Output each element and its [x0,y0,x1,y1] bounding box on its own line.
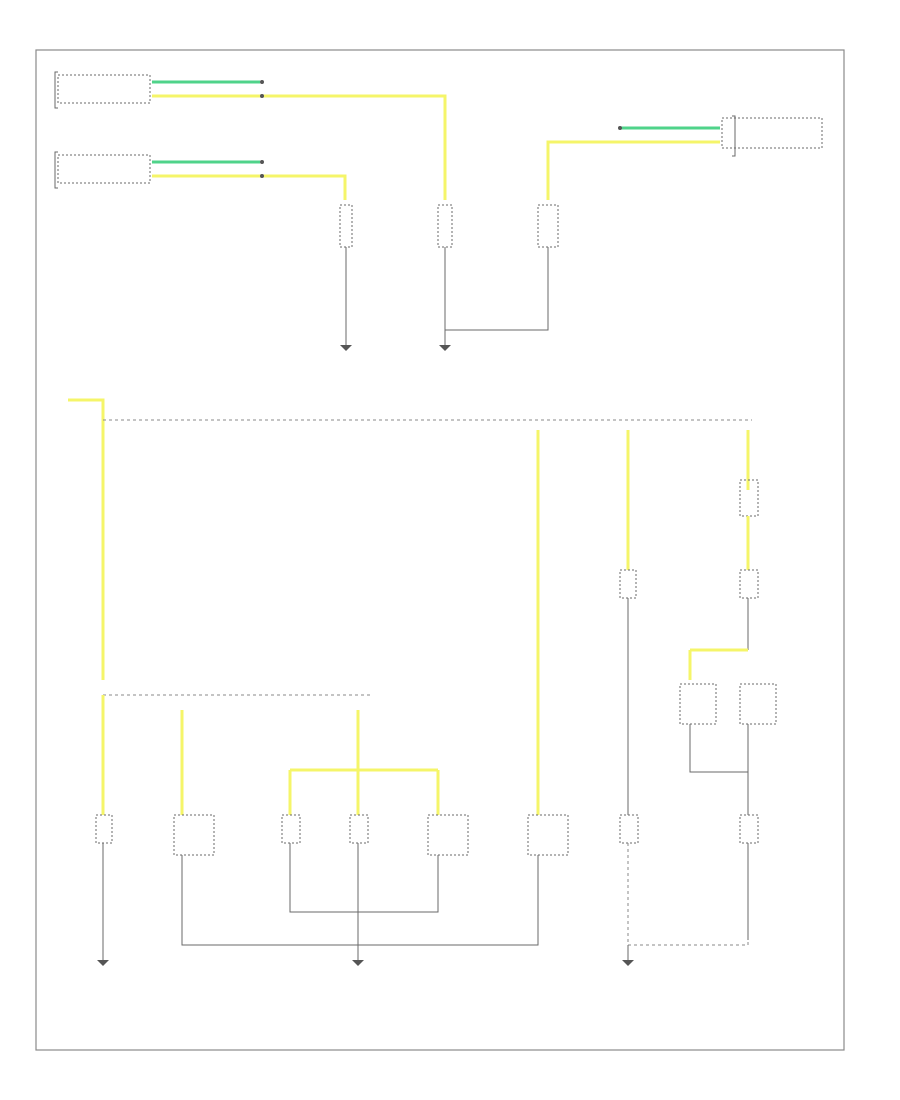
ground-symbol [97,960,109,966]
ground-symbol [439,345,451,351]
lamp-cargo [95,814,113,844]
yellow-wire-1 [152,94,447,200]
yellow-wire-3 [546,140,720,200]
connector-block-front [721,115,823,157]
power-feed [68,398,105,680]
lamp-dome-right [619,814,639,844]
connector-block-rear-right [54,71,151,109]
ground-return [289,843,439,913]
door-switch [619,569,637,599]
splice-dot [618,126,622,130]
lamp-center [445,204,559,331]
right-rear-door-lamp [739,569,759,599]
ground-symbol [340,345,352,351]
control-module [739,479,759,517]
diagram-frame [35,49,845,1051]
lamp-left-rear [339,204,353,345]
splice-dot [260,80,264,84]
splice-dot [260,160,264,164]
left-front-door-lamp [679,683,717,725]
ground-symbol [622,960,634,966]
ground-return-dashed [627,843,749,946]
lamp-overhead [173,814,215,856]
splice-dot [260,94,264,98]
lamp-right-rear [437,204,453,345]
lamp-rear-dome [427,814,469,856]
ground-return [181,855,539,946]
lamp-liftgate [281,814,301,844]
wire-loop [689,724,749,773]
right-front-courtesy-lamp [739,814,759,844]
connector-block-rear-left [54,151,151,189]
yellow-wire-2 [152,174,347,200]
ground-symbol [352,960,364,966]
lamp-reading [349,814,369,844]
lamp-vanity [527,814,569,856]
right-front-door-lamp [739,683,777,725]
splice-dot [260,174,264,178]
